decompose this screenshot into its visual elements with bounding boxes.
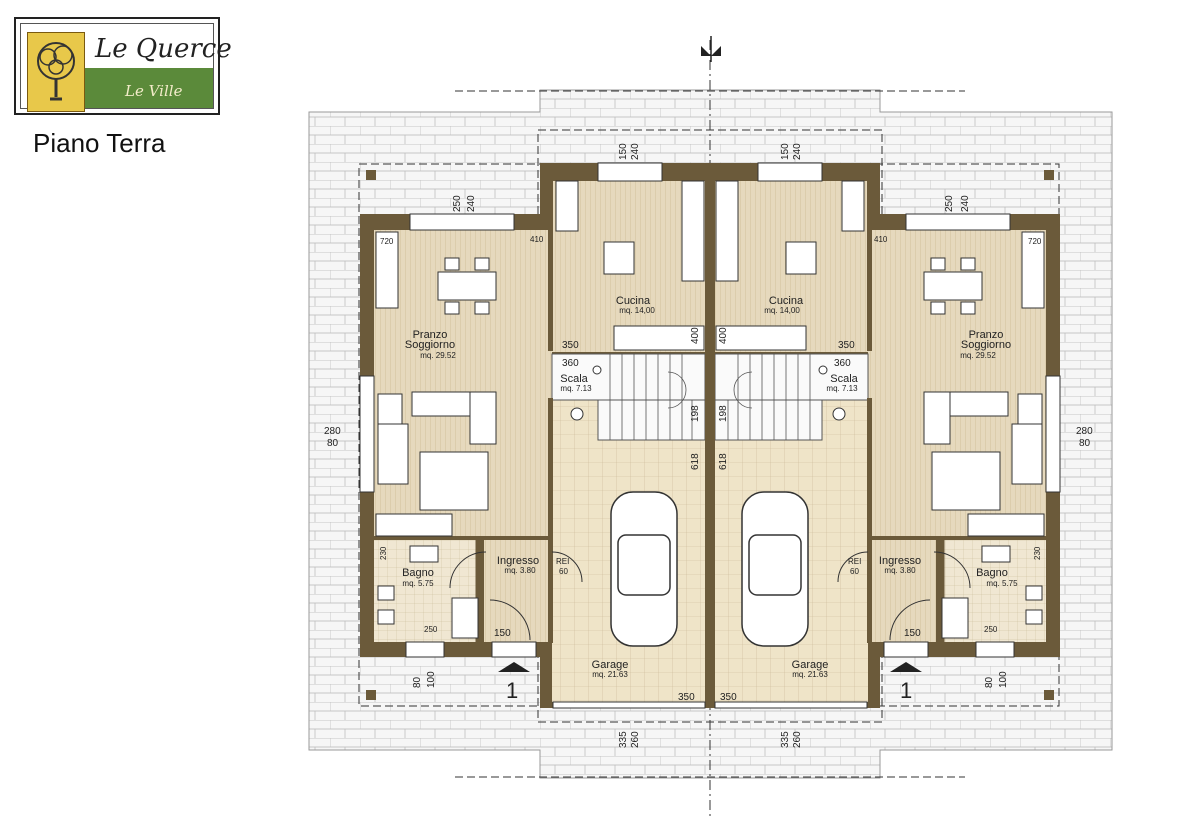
room-name: Soggiorno (405, 339, 455, 351)
room-name: Garage (792, 659, 829, 671)
dimension: REI (848, 557, 861, 566)
dimension: 230 (1033, 546, 1042, 560)
dimension: 80 (1079, 438, 1091, 449)
logo-green-band (81, 68, 213, 108)
dimension: 80 (412, 676, 423, 688)
room-area: mq. 7.13 (560, 384, 592, 393)
logo-frame: Le Querce Le Ville (20, 23, 232, 112)
dimension: 618 (718, 453, 729, 470)
windows (359, 162, 1061, 709)
north-arrow-icon (701, 36, 721, 62)
dimension: 150 (618, 143, 629, 160)
dimension: 410 (530, 235, 544, 244)
dimension: 80 (327, 438, 339, 449)
dimension: 260 (792, 731, 803, 748)
room-area: mq. 21.63 (792, 670, 828, 679)
dimension: 400 (690, 327, 701, 344)
dimension: 350 (720, 692, 737, 703)
room-name: Cucina (769, 295, 804, 307)
room-name: Pranzo (969, 329, 1004, 341)
car-icon (610, 491, 809, 647)
room-name: Scala (830, 373, 858, 385)
dimension: 410 (874, 235, 888, 244)
section-label: 1 (506, 678, 518, 703)
room-area: mq. 3.80 (504, 566, 536, 575)
dimension: 100 (998, 671, 1009, 688)
room-name: Bagno (402, 567, 434, 579)
dimension: 618 (690, 453, 701, 470)
dimension: 280 (324, 426, 341, 437)
dimension: 260 (630, 731, 641, 748)
oak-tree-icon (27, 32, 85, 112)
dimension: 335 (780, 731, 791, 748)
stairs (551, 353, 869, 441)
dimension: 100 (426, 671, 437, 688)
room-name: Soggiorno (961, 339, 1011, 351)
dimension: 720 (1028, 237, 1042, 246)
room-name: Ingresso (497, 555, 539, 567)
dimension: 150 (780, 143, 791, 160)
dimension: 250 (452, 195, 463, 212)
dimension: 250 (984, 625, 998, 634)
dimension: 240 (792, 143, 803, 160)
dimension: 350 (838, 340, 855, 351)
dimension: 60 (559, 567, 568, 576)
furniture (375, 180, 1045, 639)
dimension: 360 (562, 358, 579, 369)
logo-title: Le Querce (95, 34, 232, 64)
dimension: 60 (850, 567, 859, 576)
doors (449, 551, 971, 641)
room-area: mq. 29.52 (960, 351, 996, 360)
page-title: Piano Terra (33, 128, 166, 158)
dimension: 240 (960, 195, 971, 212)
pillars (366, 170, 1054, 700)
dimension: 198 (718, 405, 729, 422)
section-marker-icon (498, 662, 922, 672)
dimension: 240 (466, 195, 477, 212)
room-name: Pranzo (413, 329, 448, 341)
room-name: Garage (592, 659, 629, 671)
dimension: 240 (630, 143, 641, 160)
dimension: 720 (380, 237, 394, 246)
room-area: mq. 7.13 (826, 384, 858, 393)
dimension: 80 (984, 676, 995, 688)
dimension: 400 (718, 327, 729, 344)
logo: Le Querce Le Ville (14, 17, 232, 115)
dimension: 360 (834, 358, 851, 369)
dimension: 198 (690, 405, 701, 422)
dimension: 230 (379, 546, 388, 560)
dimension: 350 (562, 340, 579, 351)
dimension: 280 (1076, 426, 1093, 437)
room-area: mq. 5.75 (402, 579, 434, 588)
room-name: Cucina (616, 295, 651, 307)
room-area: mq. 29.52 (420, 351, 456, 360)
dimension: 350 (678, 692, 695, 703)
dimension: REI (556, 557, 569, 566)
dimension: 250 (424, 625, 438, 634)
dimension-labels: 150 240 150 240 250 240 250 240 720 720 … (324, 143, 1093, 748)
logo-subtitle: Le Ville (125, 82, 183, 100)
room-name: Ingresso (879, 555, 921, 567)
room-name: Bagno (976, 567, 1008, 579)
room-area: mq. 21.63 (592, 670, 628, 679)
room-area: mq. 3.80 (884, 566, 916, 575)
party-wall (548, 163, 872, 708)
room-labels: Cucina mq. 14,00 Cucina mq. 14,00 Pranzo… (402, 295, 1018, 679)
room-area: mq. 14,00 (764, 306, 800, 315)
dimension: 335 (618, 731, 629, 748)
room-name: Scala (560, 373, 588, 385)
dimension: 250 (944, 195, 955, 212)
room-area: mq. 5.75 (986, 579, 1018, 588)
section-label: 1 (900, 678, 912, 703)
dimension: 150 (494, 628, 511, 639)
room-area: mq. 14,00 (619, 306, 655, 315)
dimension: 150 (904, 628, 921, 639)
